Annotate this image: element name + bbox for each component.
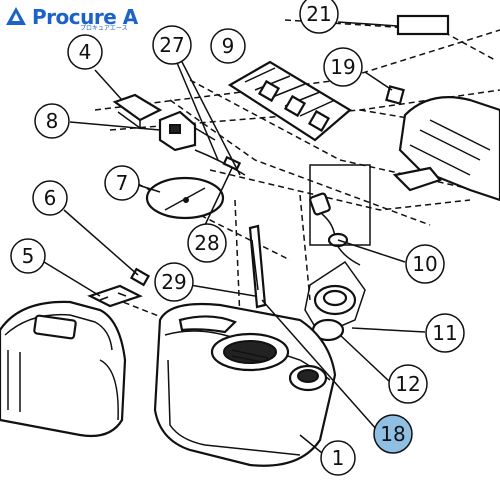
svg-text:5: 5 [22,244,35,268]
part-19-label [385,85,405,105]
part-8-switch [158,110,216,152]
callout-7: 7 [104,165,140,201]
svg-text:10: 10 [412,252,437,276]
brand-logo: Procure A [4,2,138,32]
callout-6: 6 [32,180,68,216]
callout-5: 5 [10,238,46,274]
callout-18-highlighted: 18 [373,414,413,454]
brand-name: Procure A [32,5,138,29]
svg-text:4: 4 [79,40,92,64]
svg-text:21: 21 [306,2,331,26]
svg-text:6: 6 [44,186,57,210]
callout-12: 12 [388,364,428,404]
svg-text:27: 27 [159,33,184,57]
svg-text:29: 29 [161,270,186,294]
svg-text:12: 12 [395,372,420,396]
part-10-hose [309,164,371,266]
callout-4: 4 [67,34,103,70]
svg-text:9: 9 [222,34,235,58]
part-21-component [392,14,500,202]
side-housing [0,300,127,438]
callout-29: 29 [154,262,194,302]
svg-text:18: 18 [380,422,405,446]
callout-21: 21 [299,0,339,34]
part-1-main-body [153,302,337,467]
svg-text:11: 11 [432,321,457,345]
callout-10: 10 [405,244,445,284]
svg-text:8: 8 [46,109,59,133]
callout-9: 9 [210,28,246,64]
part-29-rod [248,224,267,309]
svg-text:28: 28 [194,231,219,255]
part-7-plate [145,176,225,220]
callout-19: 19 [323,47,363,87]
leader-lines [43,21,426,454]
callout-28: 28 [187,223,227,263]
callout-27: 27 [152,25,192,65]
brand-mark-icon [6,7,26,25]
svg-text:19: 19 [330,55,355,79]
brand-tagline: プロキュアエース [80,25,128,32]
svg-text:1: 1 [332,446,345,470]
part-5-clip [87,284,143,308]
callout-1: 1 [320,440,356,476]
callout-8: 8 [34,103,70,139]
part-11-cap [304,260,366,336]
svg-text:7: 7 [116,171,129,195]
part-9-filter [227,60,352,142]
callout-11: 11 [425,313,465,353]
